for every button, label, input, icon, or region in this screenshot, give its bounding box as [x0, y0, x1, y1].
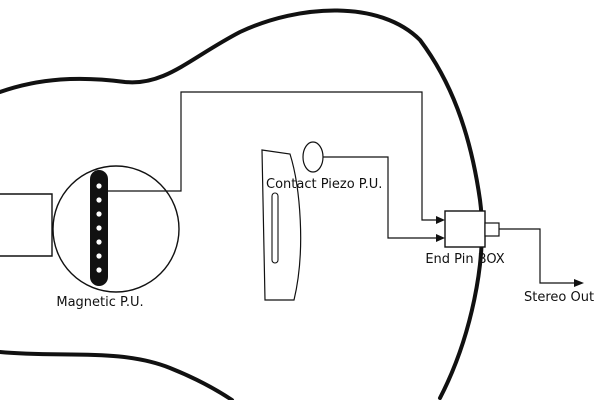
label-magnetic-pu: Magnetic P.U.	[56, 295, 143, 310]
label-end-pin-box: End Pin BOX	[425, 252, 504, 267]
arrowhead-piezo-wire	[436, 234, 445, 242]
pole-piece	[96, 267, 102, 273]
label-stereo-out: Stereo Out	[524, 290, 594, 305]
pole-piece	[96, 239, 102, 245]
contact-piezo-pickup	[302, 141, 324, 173]
saddle	[271, 192, 279, 264]
wire-magnetic-to-endpin	[108, 91, 438, 221]
end-pin-box	[444, 210, 486, 248]
output-jack	[484, 222, 500, 237]
pole-piece	[96, 211, 102, 217]
arrowhead-magnetic-wire	[436, 216, 445, 224]
guitar-neck-stub	[0, 193, 53, 257]
wire-piezo-to-endpin	[323, 156, 438, 239]
bridge	[261, 149, 302, 301]
pole-piece	[96, 183, 102, 189]
label-contact-piezo-pu: Contact Piezo P.U.	[266, 177, 382, 192]
magnetic-pickup-zoom-circle	[52, 165, 180, 293]
pole-piece	[96, 253, 102, 259]
arrowhead-stereo-out	[574, 279, 584, 287]
pole-piece	[96, 225, 102, 231]
wire-stereo-out	[499, 228, 574, 284]
pole-piece	[96, 197, 102, 203]
magnetic-pickup	[90, 170, 108, 286]
guitar-body-outline-lower	[0, 350, 234, 400]
guitar-body-outline	[0, 8, 484, 400]
